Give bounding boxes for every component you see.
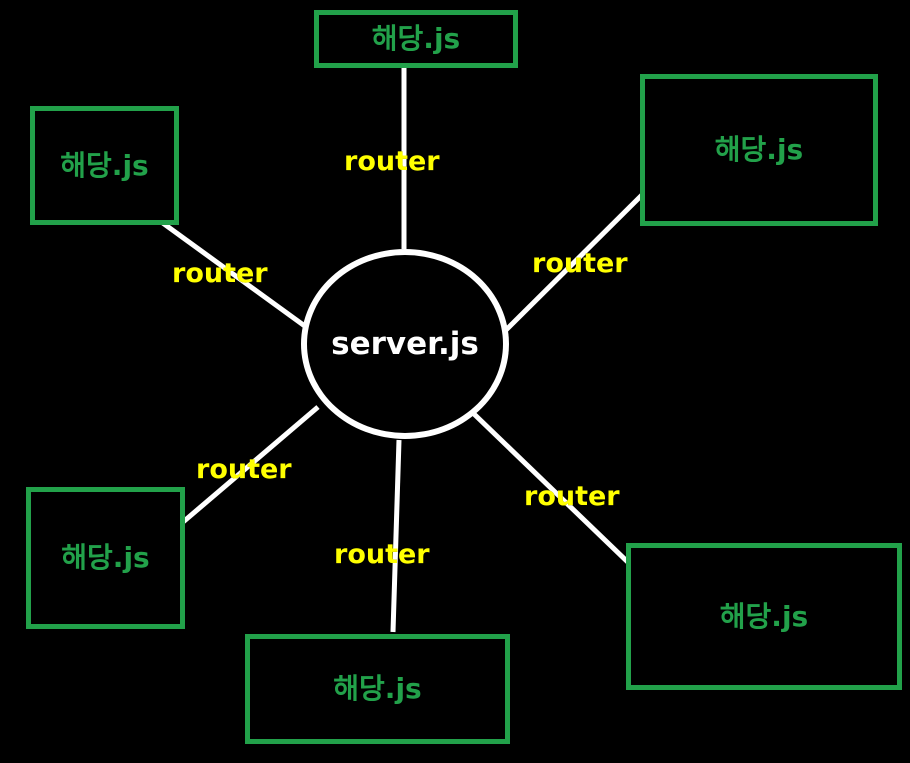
node-bottom-right[interactable]: 해당.js bbox=[626, 543, 902, 690]
node-top-right[interactable]: 해당.js bbox=[640, 74, 878, 226]
hub-node-label: server.js bbox=[331, 325, 479, 362]
edge-bottom-left-label: router bbox=[196, 454, 292, 485]
edge-top-label: router bbox=[344, 146, 440, 177]
edge-top-right-label: router bbox=[532, 248, 628, 279]
node-top-left[interactable]: 해당.js bbox=[30, 106, 179, 225]
edge-top-left-label: router bbox=[172, 258, 268, 289]
edge-bottom-center-line bbox=[390, 439, 402, 633]
node-bottom-left-label: 해당.js bbox=[61, 541, 150, 574]
edge-bottom-center-label: router bbox=[334, 539, 430, 570]
node-bottom-center[interactable]: 해당.js bbox=[245, 634, 510, 744]
node-bottom-right-label: 해당.js bbox=[719, 599, 809, 633]
node-top-right-label: 해당.js bbox=[714, 133, 804, 166]
node-top-label: 해당.js bbox=[371, 22, 461, 55]
node-bottom-center-label: 해당.js bbox=[333, 672, 422, 705]
hub-node-server-js[interactable]: server.js bbox=[301, 249, 509, 439]
edge-bottom-right-label: router bbox=[524, 481, 620, 512]
node-bottom-left[interactable]: 해당.js bbox=[26, 487, 185, 629]
node-top-left-label: 해당.js bbox=[60, 148, 149, 182]
node-top[interactable]: 해당.js bbox=[314, 10, 518, 68]
